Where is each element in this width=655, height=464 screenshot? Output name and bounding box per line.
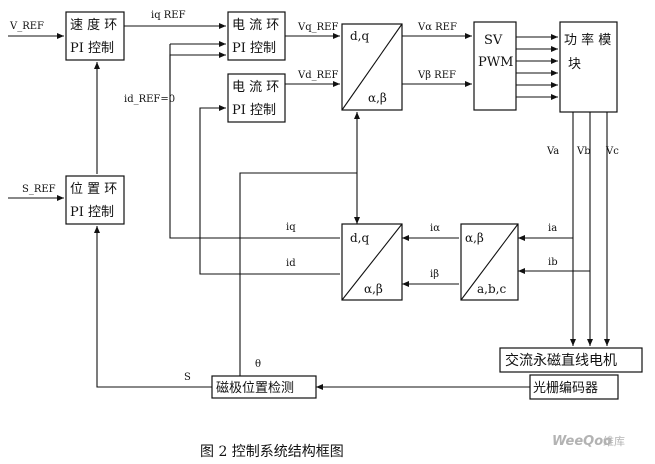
- vd-ref-label: Vd_REF: [297, 70, 338, 81]
- clarke-block: α,β a,b,c: [460, 223, 519, 301]
- park-block: d,q α,β: [341, 223, 403, 301]
- iq-ref-label: iq REF: [151, 10, 186, 21]
- current-d-subtitle: PI 控制: [232, 103, 276, 118]
- watermark-brand: WeeQoo: [552, 434, 612, 449]
- iq-label: iq: [286, 222, 296, 233]
- theta-label: θ: [255, 359, 261, 370]
- position-block-subtitle: PI 控制: [70, 205, 114, 220]
- va-label: Va: [546, 146, 559, 157]
- speed-block-subtitle: PI 控制: [70, 41, 114, 56]
- power-module-line2: 块: [568, 57, 581, 72]
- theta-line: [239, 172, 357, 385]
- id-feedback-line: [199, 105, 340, 275]
- power-module-line1: 功 率 模: [564, 32, 611, 48]
- vq-ref-label: Vq_REF: [297, 22, 338, 33]
- encoder-block: 光栅编码器: [529, 374, 619, 400]
- valpha-ref-label: Vα REF: [417, 22, 457, 33]
- motor-label: 交流永磁直线电机: [505, 352, 617, 369]
- current-q-subtitle: PI 控制: [232, 41, 276, 56]
- inverse-park-top-label: d,q: [350, 29, 369, 43]
- svpwm-line2: PWM: [478, 55, 513, 70]
- svpwm-line1: SV: [484, 33, 503, 48]
- vc-label: Vc: [605, 146, 619, 157]
- ibeta-label: iβ: [430, 269, 439, 280]
- connections: [8, 23, 610, 390]
- id-label: id: [286, 258, 296, 269]
- power-module-block: 功 率 模 块: [559, 21, 618, 113]
- current-q-title: 电 流 环: [232, 18, 279, 33]
- clarke-bottom-label: a,b,c: [477, 282, 506, 296]
- park-top-label: d,q: [350, 231, 369, 245]
- signal-labels: V_REF S_REF iq REF id_REF=0 Vq_REF Vd_RE…: [9, 10, 619, 383]
- ia-label: ia: [548, 223, 557, 234]
- v-ref-label: V_REF: [9, 21, 44, 32]
- position-loop-block: 位 置 环 PI 控制: [65, 175, 125, 225]
- pole-detect-label: 磁极位置检测: [216, 381, 294, 396]
- s-label: S: [184, 372, 191, 383]
- motor-block: 交流永磁直线电机: [499, 347, 643, 373]
- speed-loop-block: 速 度 环 PI 控制: [65, 11, 125, 61]
- pole-detect-block: 磁极位置检测: [211, 375, 317, 399]
- watermark: WeeQoo 维库: [552, 434, 625, 449]
- iq-feedback-line: [169, 110, 340, 239]
- id-ref-line: [169, 52, 226, 80]
- svpwm-block: SV PWM: [473, 21, 517, 111]
- position-block-title: 位 置 环: [70, 182, 117, 197]
- inverse-park-bottom-label: α,β: [368, 91, 387, 105]
- s-feedback-line: [94, 226, 212, 388]
- park-bottom-label: α,β: [364, 282, 383, 296]
- current-d-title: 电 流 环: [232, 80, 279, 95]
- figure-caption: 图 2 控制系统结构框图: [200, 444, 344, 460]
- id-ref-label: id_REF=0: [124, 94, 175, 105]
- ib-label: ib: [548, 257, 558, 268]
- ialpha-label: iα: [430, 223, 440, 234]
- inverse-park-block: d,q α,β: [341, 23, 403, 111]
- vb-label: Vb: [576, 146, 591, 157]
- current-q-block: 电 流 环 PI 控制: [227, 11, 286, 61]
- encoder-label: 光栅编码器: [533, 381, 598, 396]
- vbeta-ref-label: Vβ REF: [417, 70, 456, 81]
- speed-block-title: 速 度 环: [70, 17, 117, 33]
- watermark-suffix: 维库: [603, 435, 625, 448]
- s-ref-label: S_REF: [22, 184, 56, 195]
- current-d-block: 电 流 环 PI 控制: [227, 73, 286, 123]
- clarke-top-label: α,β: [465, 231, 484, 245]
